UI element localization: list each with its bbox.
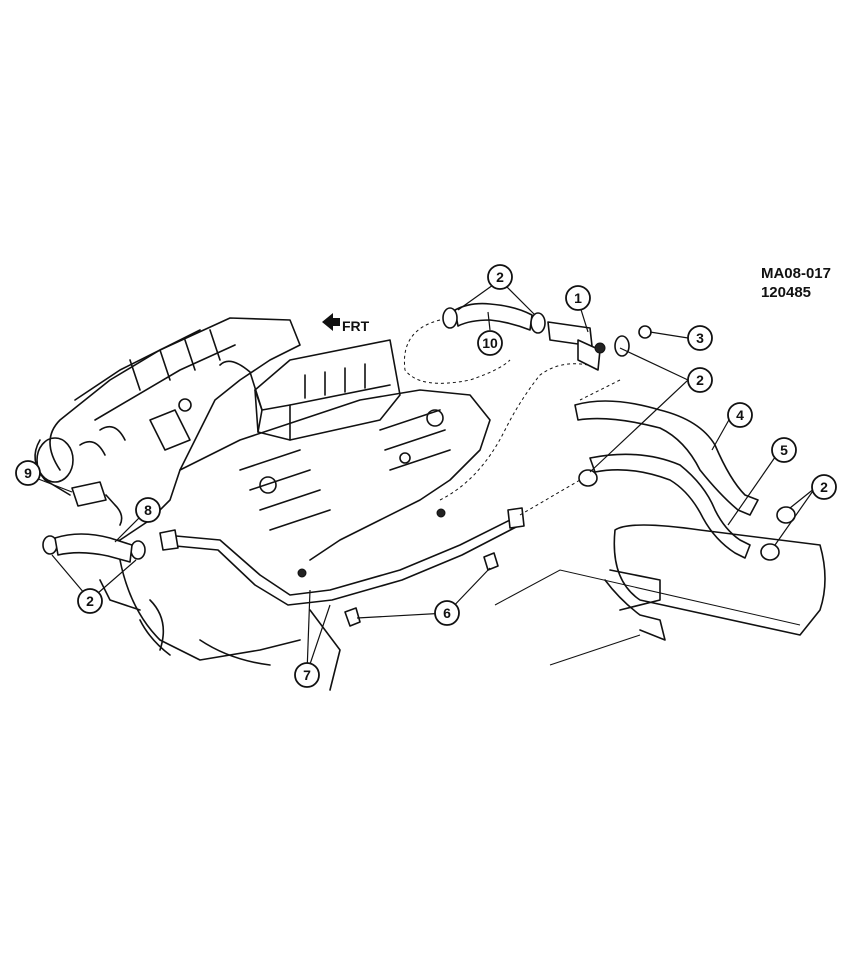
heater-pipe <box>159 507 525 606</box>
front-direction-indicator: FRT <box>322 313 370 334</box>
svg-text:9: 9 <box>24 465 32 481</box>
fitting-9-tube <box>105 494 123 526</box>
grommets-6 <box>297 508 499 627</box>
callout-2-top: 2 <box>487 264 513 290</box>
svg-text:6: 6 <box>443 605 451 621</box>
fitting-9 <box>71 481 107 507</box>
front-arrow-icon <box>322 313 340 331</box>
hose-10 <box>454 302 533 331</box>
svg-text:1: 1 <box>574 290 582 306</box>
hose-8 <box>54 533 133 563</box>
svg-text:5: 5 <box>780 442 788 458</box>
reference-block: MA08-017 120485 <box>761 264 831 302</box>
svg-text:10: 10 <box>482 335 498 351</box>
reference-date: 120485 <box>760 284 812 301</box>
engine-block <box>34 317 491 691</box>
svg-text:2: 2 <box>696 372 704 388</box>
svg-text:2: 2 <box>496 269 504 285</box>
callout-3: 3 <box>687 325 713 351</box>
callout-2-right: 2 <box>687 367 713 393</box>
heater-core-housing <box>494 524 826 666</box>
nut-3 <box>638 325 652 339</box>
svg-text:3: 3 <box>696 330 704 346</box>
callout-2-far-right: 2 <box>811 474 837 500</box>
front-label: FRT <box>342 318 370 334</box>
callout-2-left: 2 <box>77 588 103 614</box>
routing-dashes <box>403 319 621 516</box>
valve-1 <box>547 321 606 371</box>
callout-1: 1 <box>565 285 591 311</box>
callout-7: 7 <box>294 662 320 688</box>
svg-text:2: 2 <box>820 479 828 495</box>
callout-9: 9 <box>15 460 41 486</box>
callout-10: 10 <box>477 330 503 356</box>
svg-text:8: 8 <box>144 502 152 518</box>
svg-text:4: 4 <box>736 407 744 423</box>
reference-code: MA08-017 <box>760 265 831 282</box>
callout-6: 6 <box>434 600 460 626</box>
svg-text:2: 2 <box>86 593 94 609</box>
heater-hose-5 <box>589 453 751 559</box>
callout-5: 5 <box>771 437 797 463</box>
callout-8: 8 <box>135 497 161 523</box>
callout-4: 4 <box>727 402 753 428</box>
svg-text:7: 7 <box>303 667 311 683</box>
heater-hose-4 <box>574 400 759 516</box>
